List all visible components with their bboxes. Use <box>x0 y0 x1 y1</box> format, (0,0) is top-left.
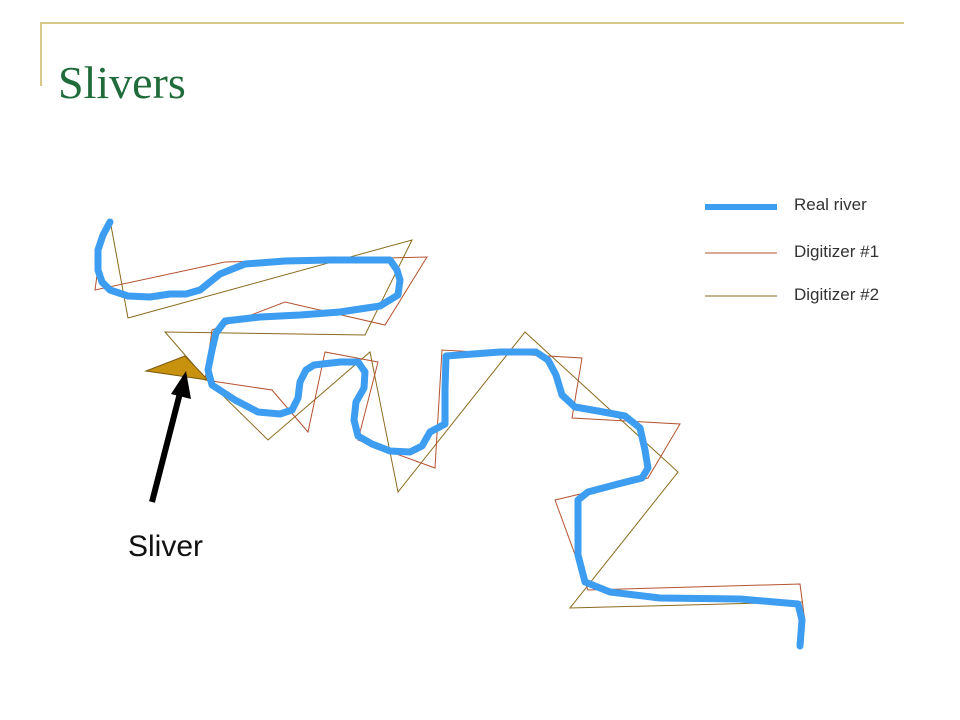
legend-label-real-river: Real river <box>794 195 867 214</box>
digitizer-1-line <box>94 237 806 623</box>
sliver-label: Sliver <box>128 530 203 563</box>
digitizer-2-line <box>109 219 804 609</box>
legend-label-digitizer-1: Digitizer #1 <box>794 242 879 261</box>
legend-label-digitizer-2: Digitizer #2 <box>794 285 879 304</box>
legend: Real river Digitizer #1 Digitizer #2 <box>705 195 879 304</box>
sliver-arrow-head <box>171 371 191 399</box>
sliver-arrow-shaft <box>149 392 183 503</box>
sliver-polygon <box>144 355 210 381</box>
slide-title: Slivers <box>58 57 186 108</box>
frame-top-rule <box>40 22 904 24</box>
frame-left-rule <box>40 22 42 86</box>
real-river-line <box>94 218 806 650</box>
